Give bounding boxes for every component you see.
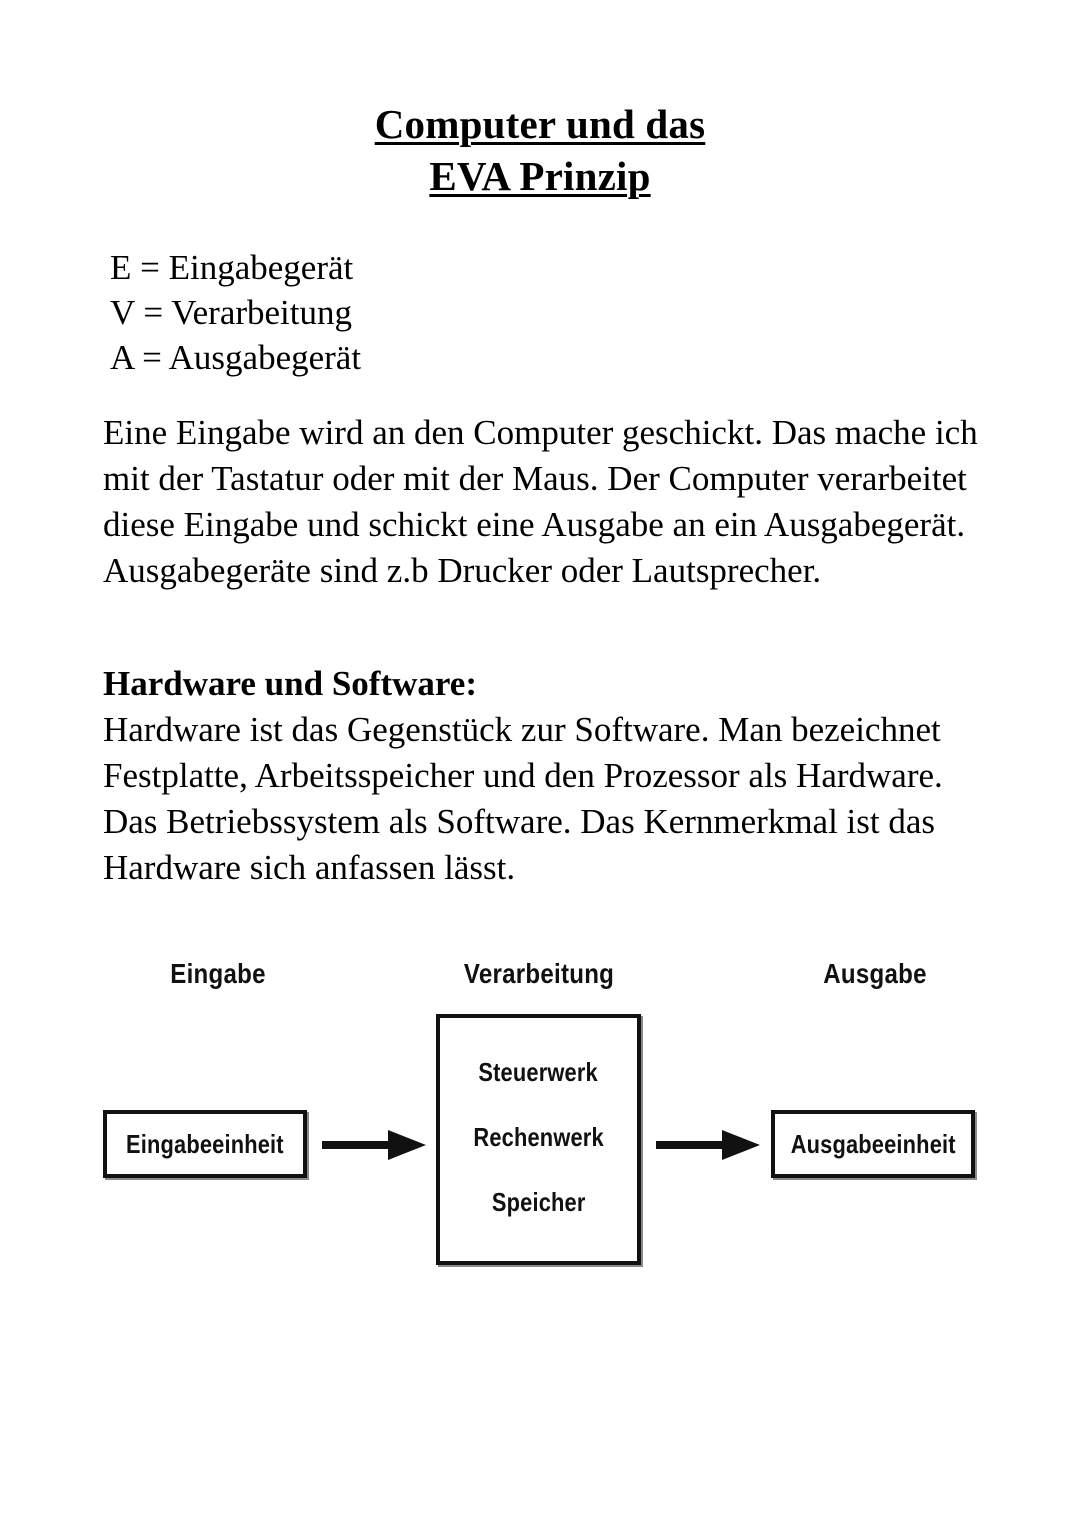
section-heading-hardware-software: Hardware und Software:: [103, 664, 477, 703]
title-line-1-text: Computer und das: [374, 101, 706, 147]
diagram-label-output: Ausgabe: [823, 958, 927, 989]
diagram-label-input: Eingabe: [170, 958, 266, 989]
eva-definition-list: E = Eingabegerät V = Verarbeitung A = Au…: [110, 245, 810, 380]
diagram-box-output-unit-label: Ausgabeeinheit: [790, 1128, 956, 1159]
paragraph-intro-text: Eine Eingabe wird an den Computer geschi…: [103, 413, 978, 590]
paragraph-hardware-software-text: Hardware ist das Gegenstück zur Software…: [103, 710, 943, 887]
diagram-box-processing-item-speicher: Speicher: [491, 1187, 586, 1217]
title-line-2-text: EVA Prinzip: [429, 153, 651, 199]
arrow-right-icon: [322, 1130, 426, 1160]
title-line-1: Computer und das: [0, 98, 1080, 150]
arrow-right-icon: [656, 1130, 760, 1160]
diagram-box-processing-unit: Steuerwerk Rechenwerk Speicher: [436, 1014, 641, 1265]
diagram-box-processing-item-steuerwerk: Steuerwerk: [478, 1057, 599, 1087]
diagram-label-processing: Verarbeitung: [463, 958, 615, 989]
paragraph-hardware-software: Hardware und Software: Hardware ist das …: [103, 661, 983, 891]
title-line-2: EVA Prinzip: [0, 150, 1080, 202]
eva-definition-e: E = Eingabegerät: [110, 248, 354, 287]
arrow-processing-to-output: [656, 1128, 762, 1167]
eva-definition-v: V = Verarbeitung: [110, 293, 353, 332]
diagram-box-input-unit: Eingabeeinheit: [103, 1110, 307, 1178]
arrow-input-to-processing: [322, 1128, 428, 1167]
diagram-box-processing-item-rechenwerk: Rechenwerk: [473, 1122, 604, 1152]
paragraph-intro: Eine Eingabe wird an den Computer geschi…: [103, 410, 983, 594]
diagram-box-output-unit: Ausgabeeinheit: [771, 1110, 975, 1178]
page-title: Computer und das EVA Prinzip: [0, 98, 1080, 202]
diagram-box-input-unit-label: Eingabeeinheit: [126, 1128, 284, 1159]
eva-definition-a: A = Ausgabegerät: [110, 338, 362, 377]
